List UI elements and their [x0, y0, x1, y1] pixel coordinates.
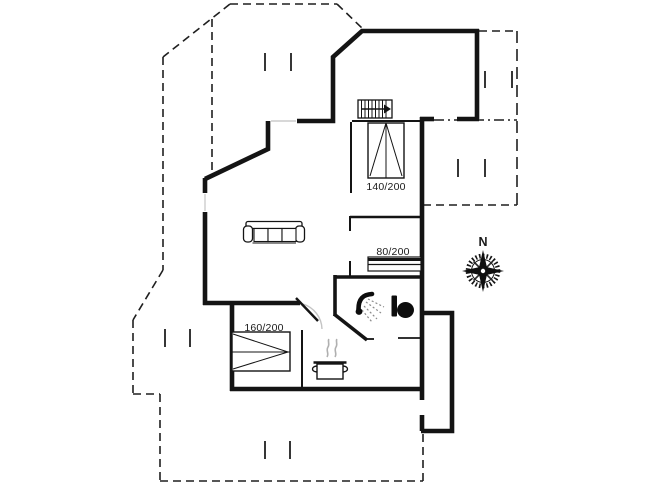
stove-pot-icon — [311, 338, 349, 380]
terrace-outline — [132, 3, 518, 482]
interior-walls — [301, 120, 422, 390]
steam-lines — [326, 338, 338, 358]
bed-80-icon: 80/200 — [367, 246, 422, 272]
terrace-markers — [164, 53, 513, 459]
sofa-icon — [242, 220, 306, 244]
bed-160-label: 160/200 — [244, 322, 283, 334]
toilet-icon — [391, 295, 414, 318]
bed-140-label: 140/200 — [366, 181, 405, 193]
compass-rose-icon: N — [462, 235, 504, 292]
shower-icon — [355, 291, 385, 323]
bed-160-icon: 160/200 — [231, 322, 291, 372]
bed-140-icon: 140/200 — [366, 122, 405, 193]
window-openings — [204, 120, 296, 211]
outer-walls — [202, 28, 480, 434]
door-swing-icon — [295, 297, 323, 330]
stairs-icon — [357, 99, 393, 119]
bed-80-label: 80/200 — [376, 246, 409, 258]
shower-spray — [361, 298, 385, 323]
compass-north-label: N — [478, 235, 487, 249]
